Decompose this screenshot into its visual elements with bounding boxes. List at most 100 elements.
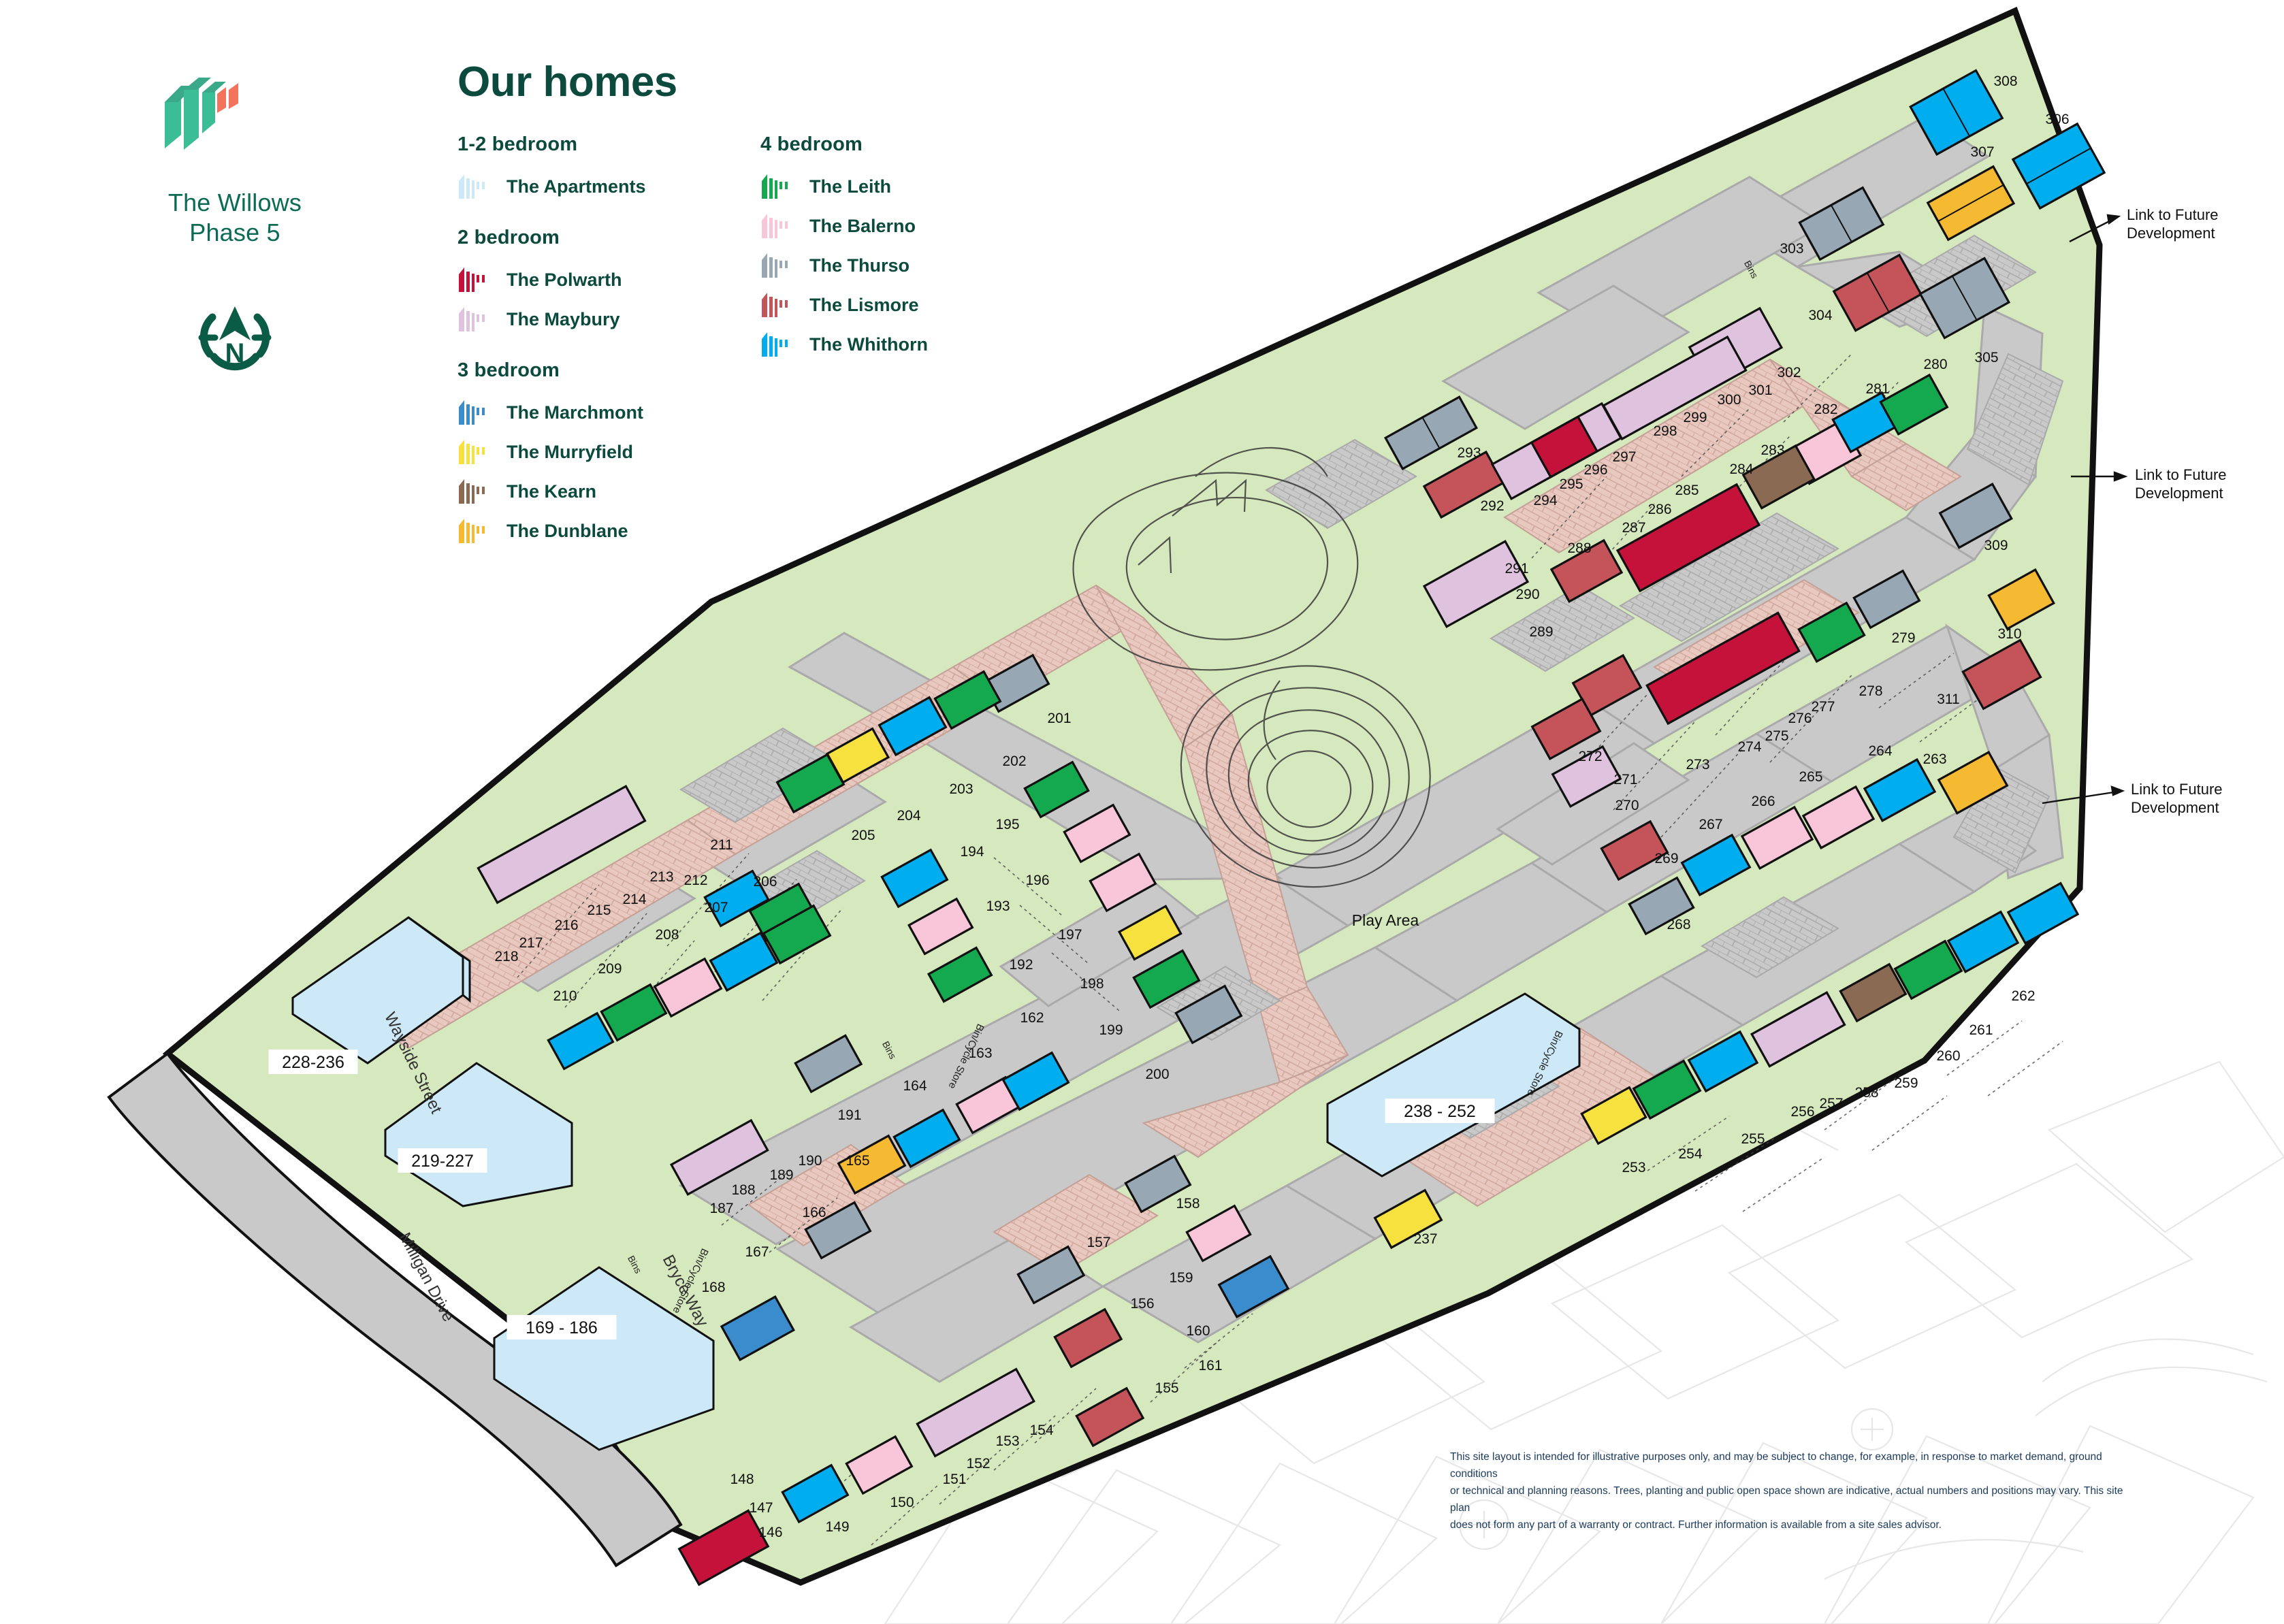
plot-number-154: 154: [1029, 1423, 1053, 1438]
legend-group-title: 3 bedroom: [457, 359, 560, 381]
house-303: [1798, 186, 1885, 261]
plot-number-160: 160: [1186, 1323, 1210, 1339]
callout-background: [398, 1148, 487, 1173]
legend-item-label: The Whithorn: [809, 334, 928, 355]
apartments-238-252: [1326, 992, 1581, 1178]
plot-number-191: 191: [837, 1107, 861, 1123]
legend-item-the-apartments[interactable]: The Apartments: [457, 167, 699, 206]
legend-item-label: The Thurso: [809, 255, 910, 276]
plot-number-165: 165: [846, 1153, 869, 1169]
plot-number-208: 208: [655, 927, 679, 943]
legend-group-2-bedroom: 2 bedroom The Polwarth: [457, 227, 699, 339]
apartment-block-callout-169-186: 169 - 186: [506, 1315, 617, 1339]
house-swatch-icon: [760, 212, 794, 240]
house-197: [1089, 852, 1157, 913]
plot-number-306: 306: [2045, 112, 2069, 127]
legend-item-the-thurso[interactable]: The Thurso: [760, 246, 1002, 285]
plot-number-207: 207: [704, 900, 728, 915]
legend-column-1: 1-2 bedroom The Apartments: [457, 133, 699, 571]
house-259: [1893, 939, 1963, 1001]
legend-item-the-lismore[interactable]: The Lismore: [760, 285, 1002, 325]
plot-number-262: 262: [2011, 988, 2035, 1004]
apartments-169-186: [493, 1266, 715, 1451]
house-258: [1839, 962, 1908, 1023]
callout-background: [268, 1050, 358, 1074]
house-swatch-icon: [457, 438, 492, 466]
house-swatch-icon: [457, 478, 492, 505]
house-166: [804, 1201, 872, 1260]
leader-3: [2042, 785, 2125, 805]
plot-number-254: 254: [1678, 1146, 1702, 1162]
house-200: [1174, 984, 1243, 1045]
callout-background: [1385, 1099, 1495, 1123]
legend-item-the-dunblane[interactable]: The Dunblane: [457, 511, 699, 551]
plot-number-215: 215: [587, 903, 611, 918]
plot-number-299: 299: [1683, 410, 1707, 425]
house-254: [1632, 1059, 1702, 1120]
callout-label: 169 - 186: [526, 1318, 598, 1337]
legend-item-the-leith[interactable]: The Leith: [760, 167, 1002, 206]
legend-item-the-whithorn[interactable]: The Whithorn: [760, 325, 1002, 364]
apartment-block-callout-238-252: 238 - 252: [1385, 1099, 1495, 1123]
callout-label: 238 - 252: [1404, 1102, 1476, 1121]
annotation-line1: Link to Future: [2131, 781, 2223, 798]
plot-number-280: 280: [1923, 357, 1947, 372]
house-swatch-icon: [457, 399, 492, 426]
plot-number-198: 198: [1080, 976, 1104, 992]
house-265: [1801, 785, 1876, 849]
plot-number-164: 164: [903, 1078, 927, 1094]
legend-item-the-polwarth[interactable]: The Polwarth: [457, 260, 699, 299]
plot-number-211: 211: [710, 837, 733, 853]
plot-number-204: 204: [897, 808, 920, 824]
plot-number-156: 156: [1130, 1296, 1154, 1312]
annotation-line2: Development: [2131, 799, 2219, 816]
house-swatch-icon: [457, 306, 492, 333]
plot-number-258: 258: [1854, 1085, 1878, 1101]
legend-item-label: The Polwarth: [506, 269, 622, 290]
annotation-line1: Link to Future: [2127, 206, 2219, 223]
house-165: [837, 1134, 907, 1195]
house-270: [1551, 745, 1622, 809]
willows-house-logo: [163, 75, 245, 150]
house-263: [1937, 750, 2009, 815]
plot-number-157: 157: [1087, 1235, 1110, 1250]
legend-group-4-bedroom: 4 bedroom The Leith: [760, 133, 1002, 364]
legend-item-the-marchmont[interactable]: The Marchmont: [457, 393, 699, 432]
plot-number-265: 265: [1799, 769, 1822, 785]
terrace-146: [677, 1509, 770, 1587]
house-307: [1926, 165, 2016, 242]
house-167: [720, 1295, 795, 1361]
plot-number-286: 286: [1647, 502, 1671, 517]
plot-number-200: 200: [1145, 1067, 1169, 1082]
legend-group-title: 4 bedroom: [760, 133, 863, 155]
plot-number-260: 260: [1936, 1048, 1960, 1064]
legend-item-the-kearn[interactable]: The Kearn: [457, 472, 699, 511]
house-206b: [762, 904, 832, 965]
house-198: [1117, 905, 1183, 961]
legend-item-label: The Apartments: [506, 176, 646, 197]
north-compass-icon: N: [197, 297, 272, 378]
house-blocks: [291, 69, 2106, 1587]
plot-number-282: 282: [1814, 402, 1837, 417]
house-255: [1687, 1030, 1759, 1093]
plot-number-291: 291: [1505, 561, 1528, 576]
plot-number-294: 294: [1533, 493, 1557, 508]
plot-number-237: 237: [1413, 1231, 1437, 1247]
plot-number-297: 297: [1612, 449, 1636, 465]
plot-number-155: 155: [1155, 1380, 1178, 1396]
apartment-block-callout-219-227: 219-227: [398, 1148, 487, 1173]
house-207b: [709, 931, 779, 992]
legend-item-label: The Balerno: [809, 215, 916, 236]
house-swatch-icon: [457, 517, 492, 545]
legend-item-the-balerno[interactable]: The Balerno: [760, 206, 1002, 246]
plot-number-308: 308: [1993, 74, 2017, 89]
plot-number-292: 292: [1480, 498, 1504, 514]
plot-number-293: 293: [1457, 445, 1481, 461]
legend-item-the-maybury[interactable]: The Maybury: [457, 299, 699, 339]
plot-number-309: 309: [1984, 538, 2008, 553]
house-202: [933, 670, 1002, 730]
plot-number-302: 302: [1777, 365, 1801, 380]
legend-item-the-murryfield[interactable]: The Murryfield: [457, 432, 699, 472]
plot-number-205: 205: [851, 828, 875, 843]
